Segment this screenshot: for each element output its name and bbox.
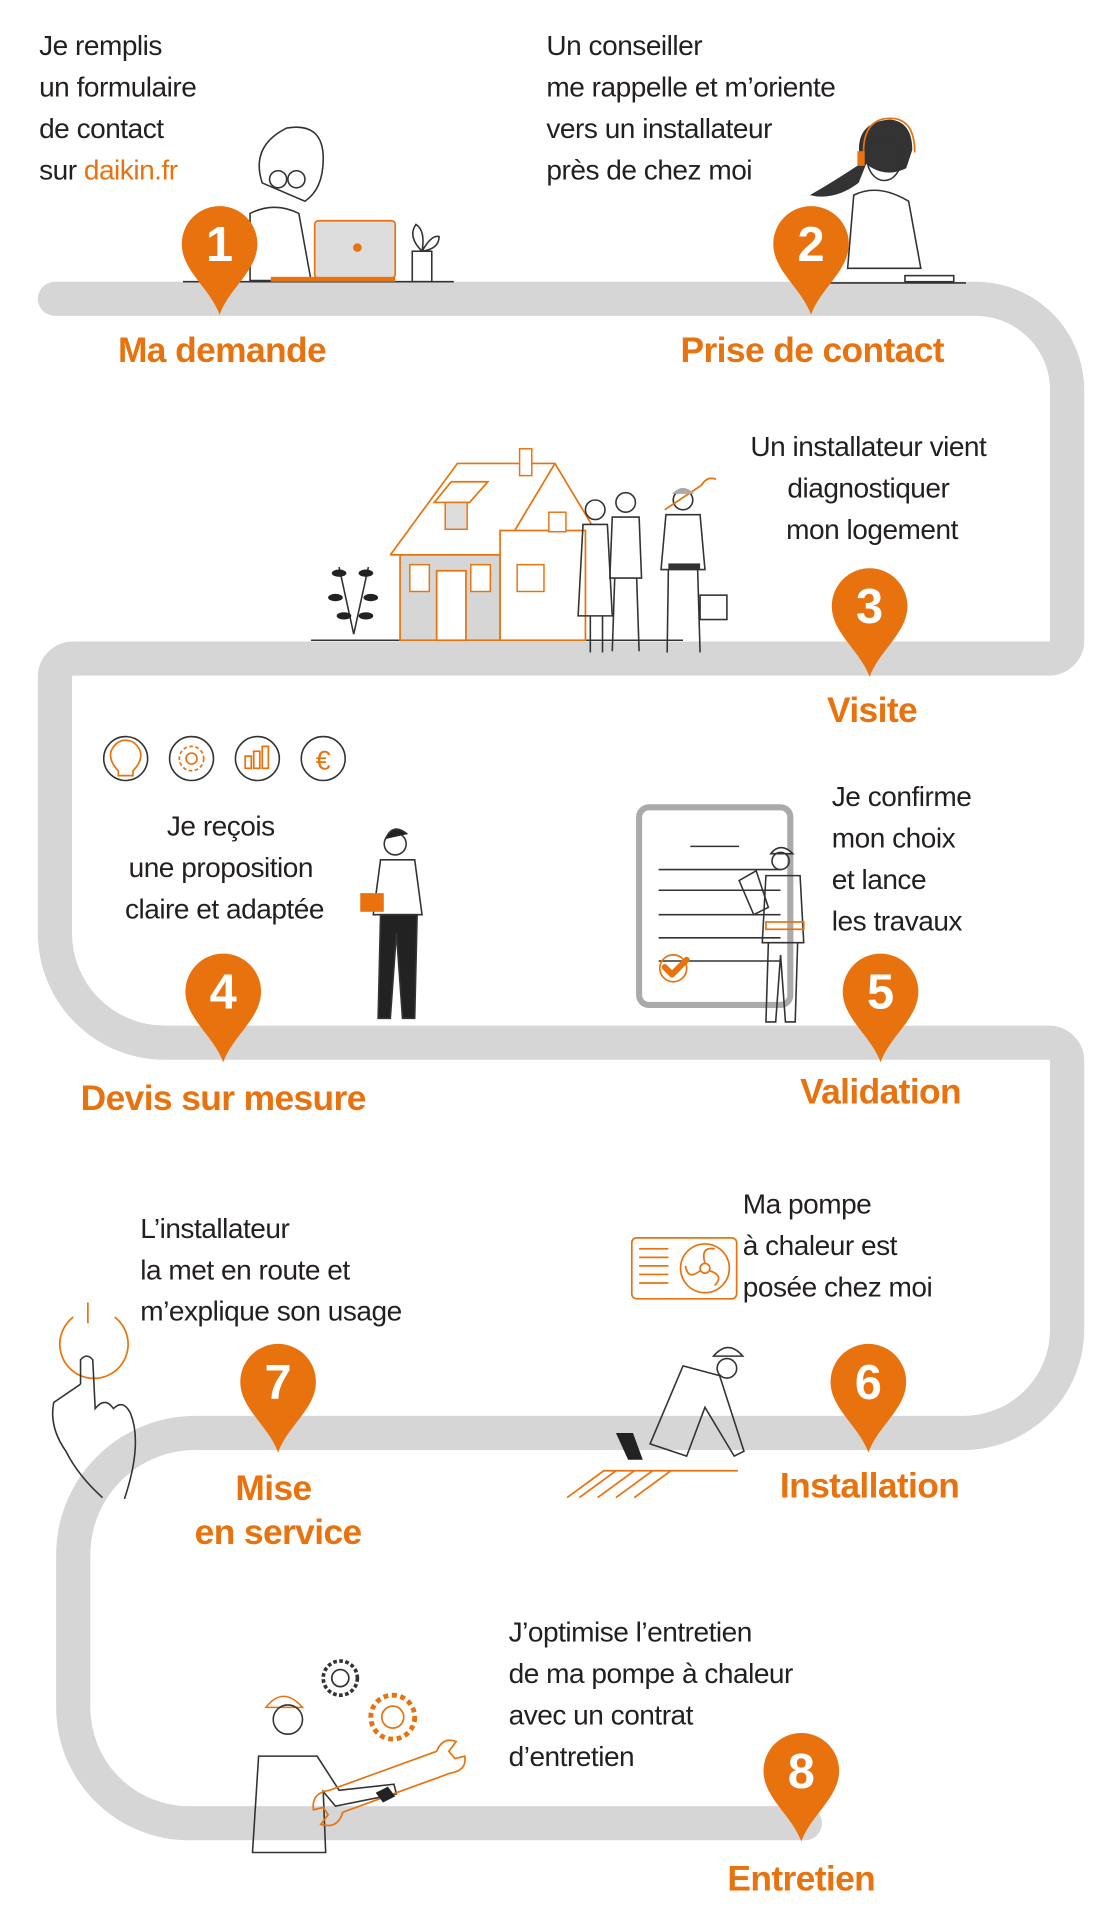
step-2-title: Prise de contact (681, 331, 945, 370)
svg-text:€: € (316, 746, 331, 776)
gear-icon (168, 735, 215, 782)
step-1-description: Je remplis un formulaire de contact sur … (39, 30, 204, 185)
step-pin-6: 6 (830, 1343, 907, 1453)
step-7: L’installateur la met en route et m’expl… (140, 1213, 402, 1552)
power-button-hand-illustration (51, 1302, 137, 1500)
step-pin-2: 2 (773, 206, 849, 315)
step-8-title: Entretien (727, 1859, 875, 1898)
quote-icons-row: € (102, 735, 346, 782)
step-number: 3 (856, 580, 883, 634)
bar-chart-icon (234, 735, 281, 782)
step-3-description: Un installateur vient diagnostiquer mon … (750, 431, 993, 545)
step-5-title: Validation (800, 1073, 961, 1112)
step-pin-8: 8 (763, 1732, 840, 1842)
step-number: 5 (867, 966, 894, 1020)
step-number: 1 (206, 218, 233, 272)
advisor-headset-illustration (809, 117, 966, 284)
maintenance-technician-illustration (251, 1659, 466, 1854)
step-6-title: Installation (780, 1467, 959, 1506)
step-8: J’optimise l’entretien de ma pompe à cha… (509, 1617, 876, 1899)
house-with-installer-illustration (311, 448, 728, 653)
step-2: Un conseiller me rappelle et m’oriente v… (546, 30, 945, 370)
step-7-description: L’installateur la met en route et m’expl… (140, 1213, 401, 1327)
daikin-link[interactable]: daikin.fr (84, 154, 178, 185)
lightbulb-icon (102, 735, 149, 782)
step-pin-3: 3 (831, 568, 908, 677)
euro-icon: € (300, 735, 346, 782)
step-3-title: Visite (827, 691, 917, 730)
step-4-title: Devis sur mesure (81, 1079, 366, 1118)
map-pin-icon (831, 568, 908, 677)
consultant-clipboard-illustration (360, 828, 423, 1020)
map-pin-icon (773, 206, 849, 315)
installer-kneeling-illustration (566, 1346, 745, 1499)
step-1-title: Ma demande (118, 331, 326, 370)
step-7-title: Mise en service (195, 1469, 362, 1552)
step-5: Je confirme mon choix et lance les trava… (800, 781, 979, 1112)
step-8-description: J’optimise l’entretien de ma pompe à cha… (509, 1617, 801, 1772)
journey-road (37, 281, 1085, 1841)
map-pin-icon (842, 953, 919, 1063)
heat-pump-unit-illustration (630, 1236, 738, 1300)
map-pin-icon (763, 1732, 840, 1842)
step-number: 7 (265, 1356, 292, 1410)
step-pin-7: 7 (240, 1343, 316, 1453)
laptop-person-illustration (182, 126, 454, 283)
validation-tablet-illustration (636, 804, 805, 1023)
map-pin-icon (181, 206, 258, 315)
step-3: Un installateur vient diagnostiquer mon … (750, 431, 993, 730)
map-pin-icon (240, 1343, 316, 1453)
step-4: Je reçois une proposition claire et adap… (81, 810, 367, 1118)
step-6: Ma pompe à chaleur est posée chez moi In… (743, 1188, 960, 1506)
step-pin-4: 4 (185, 953, 262, 1063)
step-2-description: Un conseiller me rappelle et m’oriente v… (546, 30, 842, 185)
step-pin-5: 5 (842, 953, 919, 1063)
step-number: 6 (855, 1356, 882, 1410)
step-5-description: Je confirme mon choix et lance les trava… (832, 781, 979, 936)
step-number: 8 (788, 1745, 815, 1799)
map-pin-icon (830, 1343, 907, 1453)
step-4-description: Je reçois une proposition claire et adap… (125, 810, 324, 924)
map-pin-icon (185, 953, 262, 1063)
step-pin-1: 1 (181, 206, 258, 315)
step-number: 4 (210, 966, 237, 1020)
step-pins: 1 2 3 4 5 6 7 8 (181, 206, 919, 1842)
step-number: 2 (797, 218, 824, 272)
step-6-description: Ma pompe à chaleur est posée chez moi (743, 1188, 932, 1302)
step-1: Je remplis un formulaire de contact sur … (39, 30, 327, 370)
